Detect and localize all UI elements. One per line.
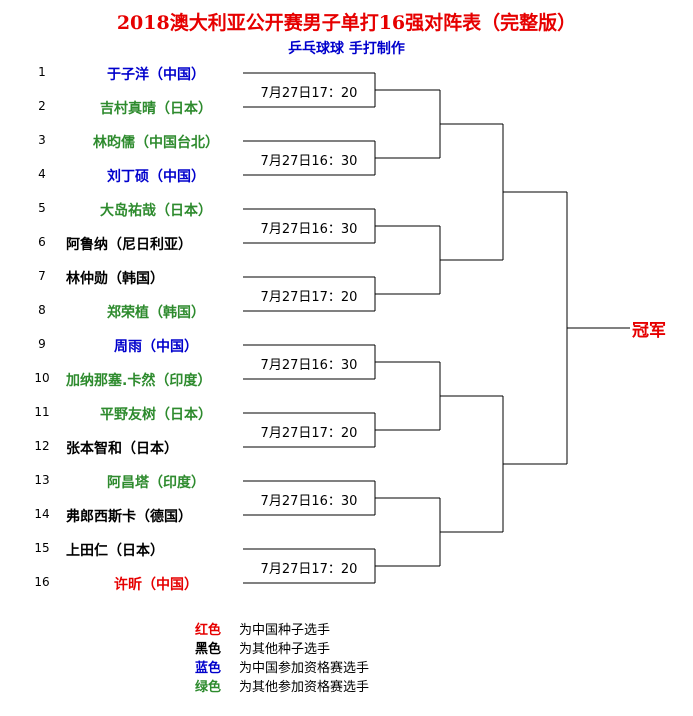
player-name: 上田仁（日本） — [66, 543, 164, 559]
champion-label: 冠军 — [632, 321, 666, 341]
seed-number: 4 — [38, 167, 46, 181]
player-name: 许昕（中国） — [114, 577, 198, 593]
player-name: 阿昌塔（印度） — [107, 475, 205, 491]
page-subtitle: 乒乓球球 手打制作 — [288, 41, 405, 57]
player-name: 阿鲁纳（尼日利亚） — [66, 237, 192, 253]
seed-number: 10 — [34, 371, 50, 385]
seed-number: 14 — [34, 507, 50, 521]
player-name: 林昀儒（中国台北） — [93, 135, 219, 151]
player-name: 弗郎西斯卡（德国） — [66, 509, 192, 525]
match-time: 7月27日17：20 — [260, 426, 358, 441]
legend-key: 绿色 — [195, 680, 222, 695]
seed-number: 5 — [38, 201, 46, 215]
seed-number: 7 — [38, 269, 46, 283]
legend-key: 红色 — [195, 623, 222, 638]
seed-number: 15 — [34, 541, 50, 555]
seed-number: 11 — [34, 405, 50, 419]
legend-description: 为中国种子选手 — [239, 623, 331, 638]
seed-number: 1 — [38, 65, 46, 79]
player-name: 于子洋（中国） — [107, 67, 205, 83]
player-name: 平野友树（日本） — [100, 407, 212, 423]
player-name: 刘丁硕（中国） — [107, 169, 205, 185]
player-name: 加纳那塞.卡然（印度） — [66, 373, 212, 389]
legend-description: 为其他参加资格赛选手 — [239, 680, 370, 695]
seed-number: 13 — [34, 473, 50, 487]
match-time: 7月27日16：30 — [260, 154, 358, 169]
player-name: 大岛祐哉（日本） — [100, 203, 212, 219]
match-time: 7月27日17：20 — [260, 86, 358, 101]
seed-number: 2 — [38, 99, 46, 113]
legend-description: 为中国参加资格赛选手 — [239, 661, 370, 676]
page-title: 2018澳大利亚公开赛男子单打16强对阵表（完整版） — [116, 12, 577, 34]
player-name: 郑荣植（韩国） — [107, 305, 205, 321]
match-time: 7月27日17：20 — [260, 562, 358, 577]
player-name: 周雨（中国） — [114, 339, 198, 355]
legend-key: 黑色 — [195, 642, 222, 657]
seed-number: 8 — [38, 303, 46, 317]
player-name: 吉村真晴（日本） — [100, 101, 212, 117]
seed-number: 12 — [34, 439, 50, 453]
seed-number: 16 — [34, 575, 50, 589]
match-time: 7月27日16：30 — [260, 494, 358, 509]
match-time: 7月27日17：20 — [260, 290, 358, 305]
legend-row: 蓝色 为中国参加资格赛选手 — [195, 657, 369, 676]
legend-row: 黑色 为其他种子选手 — [195, 638, 330, 657]
legend-description: 为其他种子选手 — [239, 642, 331, 657]
match-time: 7月27日16：30 — [260, 222, 358, 237]
legend-key: 蓝色 — [195, 661, 222, 676]
seed-number: 6 — [38, 235, 46, 249]
match-time: 7月27日16：30 — [260, 358, 358, 373]
legend-row: 红色 为中国种子选手 — [195, 619, 330, 638]
player-name: 张本智和（日本） — [66, 441, 178, 457]
player-name: 林仲勋（韩国） — [66, 271, 164, 287]
legend-row: 绿色 为其他参加资格赛选手 — [195, 676, 369, 695]
seed-number: 9 — [38, 337, 46, 351]
seed-number: 3 — [38, 133, 46, 147]
